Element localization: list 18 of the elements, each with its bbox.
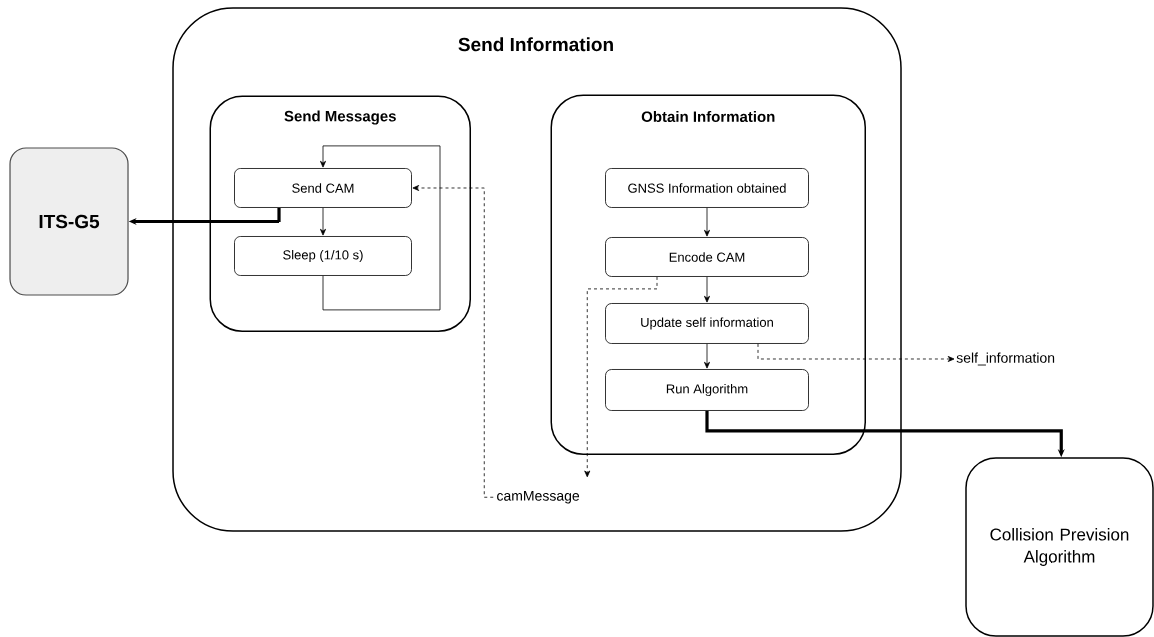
dashed-arrow xyxy=(412,185,494,498)
dashed-arrow xyxy=(757,343,955,362)
arrow xyxy=(704,276,710,303)
arrow xyxy=(704,207,710,237)
process-box: Encode CAM xyxy=(605,237,809,277)
arrow xyxy=(320,145,441,311)
arrow xyxy=(320,207,326,236)
process-box: Run Algorithm xyxy=(605,369,809,411)
data-label: camMessage xyxy=(497,491,580,504)
process-box: GNSS Information obtained xyxy=(605,168,809,208)
process-box: Update self information xyxy=(605,303,809,344)
data-label: self_information xyxy=(956,352,1055,366)
dashed-arrow xyxy=(584,276,658,478)
process-box: Send CAM xyxy=(234,168,412,208)
device-box: ITS-G5 xyxy=(9,147,129,296)
process-box: Collision Prevision Algorithm xyxy=(965,457,1154,637)
process-box: Sleep (1/10 s) xyxy=(234,236,412,276)
arrow xyxy=(704,343,710,369)
